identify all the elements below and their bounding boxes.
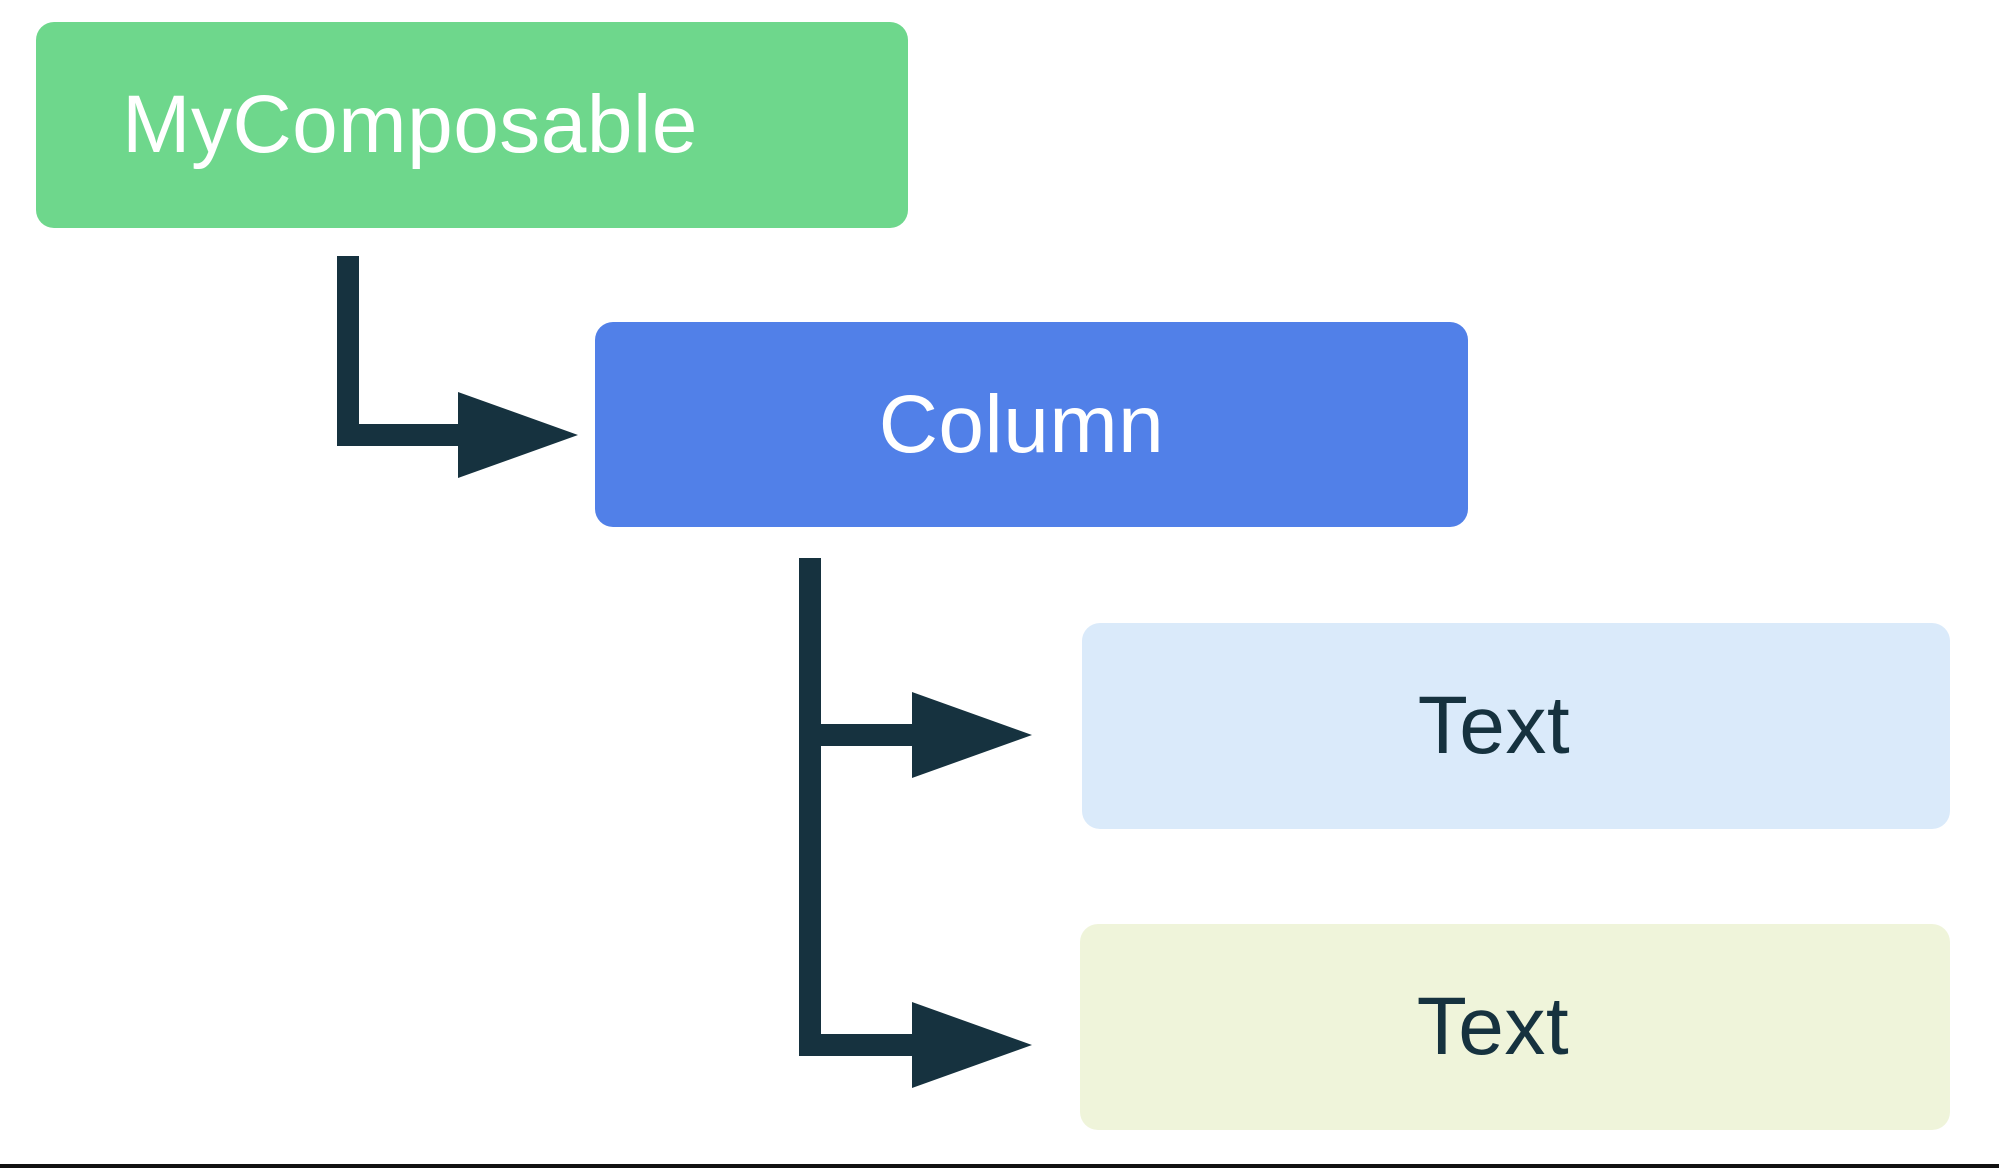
node-text-first-label: Text bbox=[1417, 680, 1571, 771]
node-text-second[interactable]: Text bbox=[1080, 924, 1950, 1130]
node-text-first[interactable]: Text bbox=[1082, 623, 1950, 829]
bottom-divider bbox=[0, 1164, 1999, 1168]
node-text-second-label: Text bbox=[1416, 981, 1570, 1072]
node-column[interactable]: Column bbox=[595, 322, 1468, 527]
edge-root-to-column bbox=[337, 256, 578, 478]
edge-column-to-text-1 bbox=[799, 558, 1032, 778]
node-my-composable-label: MyComposable bbox=[122, 79, 698, 170]
edge-column-to-text-1-arrowhead bbox=[912, 692, 1032, 778]
edge-root-to-column-line bbox=[337, 256, 475, 446]
edge-column-to-text-2-line bbox=[799, 735, 928, 1056]
edge-column-to-text-2-arrowhead bbox=[912, 1002, 1032, 1088]
edge-root-to-column-arrowhead bbox=[458, 392, 578, 478]
edge-column-to-text-1-line bbox=[799, 558, 928, 746]
edge-column-to-text-2 bbox=[799, 735, 1032, 1088]
node-column-label: Column bbox=[878, 378, 1165, 470]
node-my-composable[interactable]: MyComposable bbox=[36, 22, 908, 228]
